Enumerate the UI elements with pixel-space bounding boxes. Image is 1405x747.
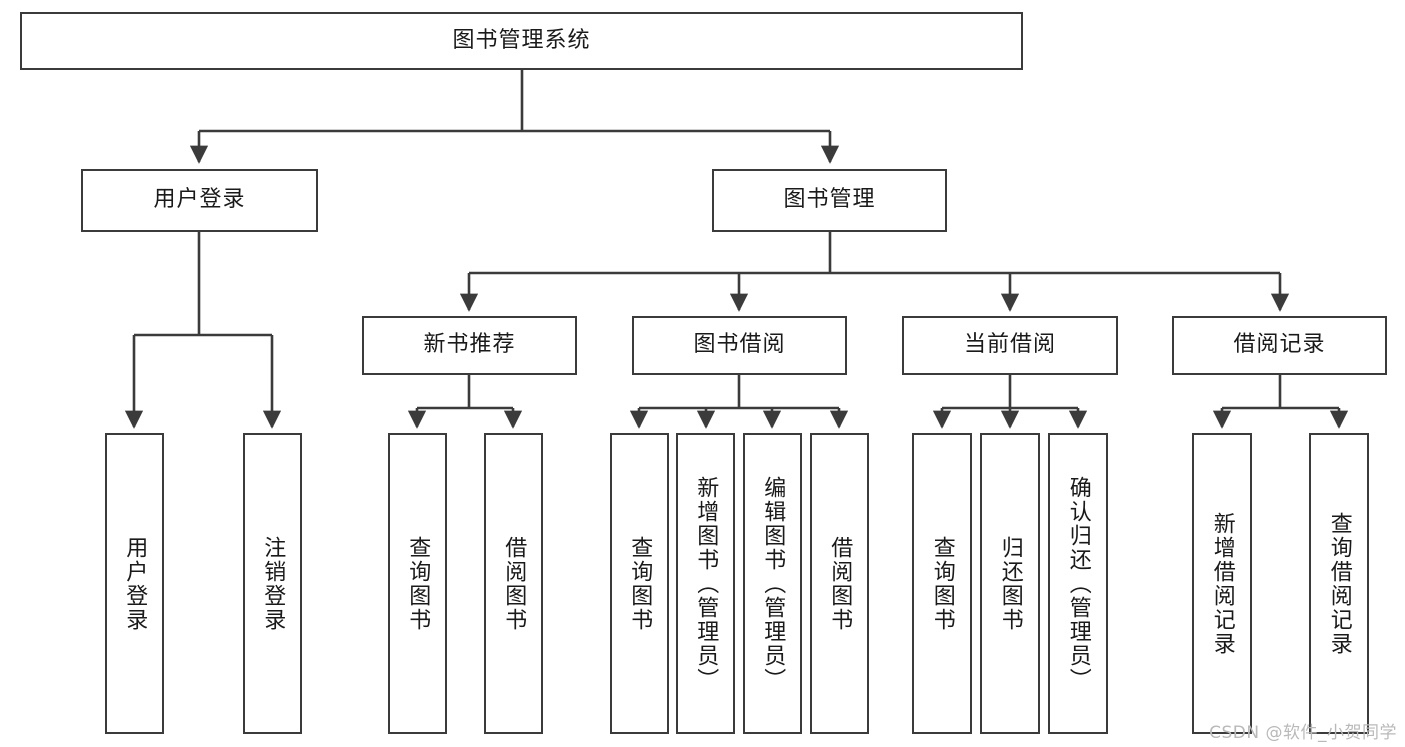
node-label: 当前借阅 (963, 332, 1056, 358)
node-label: 用户登录 (153, 187, 246, 213)
node-label: 借阅图书 (827, 535, 853, 632)
node-current-borrow[interactable]: 当前借阅 (902, 316, 1118, 375)
node-leaf-edit-book[interactable]: 编辑图书（管理员） (743, 433, 802, 734)
node-label: 图书管理 (783, 187, 876, 213)
node-borrow-record[interactable]: 借阅记录 (1172, 316, 1387, 375)
node-book-manage[interactable]: 图书管理 (712, 169, 947, 232)
node-leaf-borrow-book-2[interactable]: 借阅图书 (810, 433, 869, 734)
node-leaf-user-login[interactable]: 用户登录 (105, 433, 164, 734)
node-label: 新增借阅记录 (1209, 511, 1235, 656)
node-root-system[interactable]: 图书管理系统 (20, 12, 1023, 70)
node-book-borrow[interactable]: 图书借阅 (632, 316, 847, 375)
node-leaf-logout[interactable]: 注销登录 (243, 433, 302, 734)
node-label: 查询图书 (405, 535, 431, 632)
node-label: 新书推荐 (423, 332, 516, 358)
node-label: 查询图书 (627, 535, 653, 632)
node-leaf-add-book[interactable]: 新增图书（管理员） (676, 433, 735, 734)
node-label: 新增图书（管理员） (693, 475, 719, 692)
node-leaf-add-record[interactable]: 新增借阅记录 (1192, 433, 1252, 734)
node-label: 查询借阅记录 (1326, 511, 1352, 656)
node-label: 归还图书 (997, 535, 1023, 632)
node-user-login[interactable]: 用户登录 (81, 169, 318, 232)
node-leaf-confirm-return[interactable]: 确认归还（管理员） (1048, 433, 1108, 734)
node-new-book-recommend[interactable]: 新书推荐 (362, 316, 577, 375)
node-leaf-query-book-1[interactable]: 查询图书 (388, 433, 447, 734)
node-label: 确认归还（管理员） (1065, 475, 1091, 692)
node-label: 查询图书 (929, 535, 955, 632)
node-leaf-query-book-2[interactable]: 查询图书 (610, 433, 669, 734)
node-label: 图书借阅 (693, 332, 786, 358)
node-leaf-borrow-book-1[interactable]: 借阅图书 (484, 433, 543, 734)
node-label: 用户登录 (122, 535, 148, 632)
node-label: 图书管理系统 (452, 27, 591, 53)
node-leaf-query-record[interactable]: 查询借阅记录 (1309, 433, 1369, 734)
node-label: 编辑图书（管理员） (760, 475, 786, 692)
node-label: 借阅图书 (501, 535, 527, 632)
node-leaf-query-book-3[interactable]: 查询图书 (912, 433, 972, 734)
node-label: 注销登录 (260, 535, 286, 632)
node-label: 借阅记录 (1233, 332, 1326, 358)
node-leaf-return-book[interactable]: 归还图书 (980, 433, 1040, 734)
